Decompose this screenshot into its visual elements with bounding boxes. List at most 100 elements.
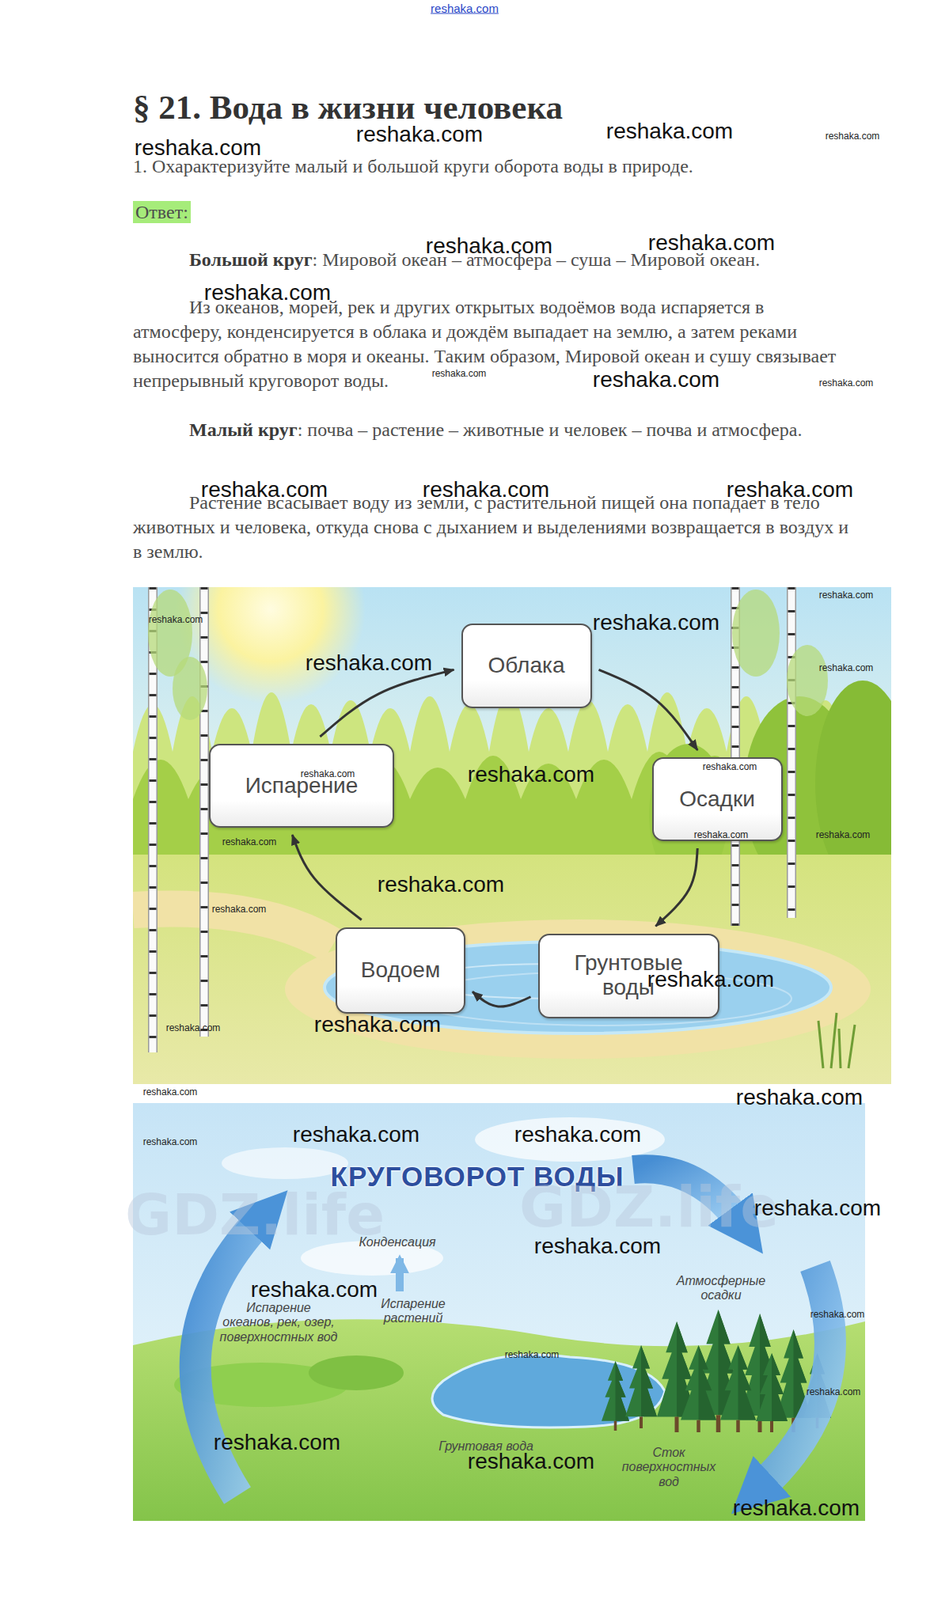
- water-cycle-illustration: [132, 1103, 866, 1522]
- watermark: reshaka.com: [143, 1137, 198, 1147]
- water-cycle-illustration-part: [308, 1355, 404, 1391]
- watermark: reshaka.com: [606, 120, 733, 143]
- watermark: reshaka.com: [213, 1431, 341, 1454]
- process-box: Испарение: [208, 744, 395, 828]
- text-paragraph: Из океанов, морей, рек и других открытых…: [132, 295, 853, 394]
- watermark: reshaka.com: [300, 769, 356, 779]
- watermark: reshaka.com: [514, 1123, 642, 1147]
- landscape-illustration: [132, 587, 892, 1085]
- water-cycle-illustration-part: [625, 1345, 657, 1429]
- watermark: reshaka.com: [467, 1450, 595, 1473]
- watermark: reshaka.com: [314, 1013, 441, 1037]
- watermark: reshaka.com: [736, 1086, 863, 1109]
- text-paragraph: Растение всасывает воду из земли, с раст…: [132, 490, 853, 565]
- text-paragraph: Ответ:: [132, 200, 371, 225]
- watermark: reshaka.com: [204, 281, 331, 304]
- watermark: reshaka.com: [201, 478, 328, 502]
- term-heading: Большой круг: [189, 249, 313, 270]
- water-cycle-illustration-part: [759, 1266, 831, 1488]
- watermark: reshaka.com: [250, 1279, 378, 1302]
- landscape-illustration-part-part: [172, 656, 208, 721]
- process-label: Испарение растений: [368, 1297, 458, 1327]
- landscape-illustration-part-part: [201, 587, 209, 1037]
- box-label: Водоем: [360, 958, 441, 984]
- process-box: Водоем: [335, 927, 466, 1014]
- landscape-illustration-part-part: [732, 589, 780, 677]
- process-label: Атмосферные осадки: [665, 1274, 777, 1304]
- landscape-illustration-part-part: [199, 587, 209, 1037]
- watermark: reshaka.com: [212, 904, 267, 915]
- watermark: reshaka.com: [810, 1309, 866, 1320]
- flow-arrow: [292, 835, 362, 921]
- water-cycle-illustration-part: [474, 1117, 665, 1162]
- box-label: Облака: [488, 653, 566, 679]
- landscape-illustration-part-part: [786, 645, 828, 717]
- watermark: reshaka.com: [694, 830, 749, 840]
- watermark: reshaka.com: [816, 830, 871, 840]
- watermark: reshaka.com: [726, 478, 854, 502]
- text-paragraph: Малый круг: почва – растение – животные …: [132, 417, 853, 443]
- watermark: reshaka.com: [534, 1235, 661, 1258]
- flow-arrow: [319, 669, 454, 737]
- watermark: reshaka.com: [648, 231, 775, 255]
- watermark: reshaka.com: [432, 368, 487, 379]
- watermark: reshaka.com: [305, 652, 433, 675]
- watermark: reshaka.com: [377, 873, 505, 896]
- water-cycle-illustration-part: [680, 1345, 717, 1433]
- flow-arrow: [599, 669, 699, 751]
- landscape-illustration-part-part: [786, 587, 797, 919]
- landscape-illustration-part: [132, 854, 892, 1085]
- watermark: reshaka.com: [222, 837, 278, 847]
- watermark: reshaka.com: [425, 235, 553, 258]
- watermark: reshaka.com: [504, 1350, 560, 1360]
- watermark: reshaka.com: [592, 611, 720, 634]
- water-cycle-illustration-part: [601, 1361, 630, 1432]
- watermark: reshaka.com: [825, 131, 881, 141]
- box-label: Осадки: [679, 787, 756, 813]
- landscape-illustration-part-part: [788, 587, 796, 919]
- watermark: reshaka.com: [806, 1387, 862, 1397]
- watermark: GDZ.life: [514, 1178, 784, 1236]
- watermark: reshaka.com: [467, 763, 595, 786]
- watermark: reshaka.com: [592, 368, 720, 391]
- term-heading: Малый круг: [189, 419, 298, 441]
- watermark: reshaka.com: [647, 968, 775, 991]
- watermark: reshaka.com: [702, 762, 758, 772]
- page-title: § 21. Вода в жизни человека: [132, 88, 563, 126]
- watermark: reshaka.com: [819, 590, 874, 600]
- watermark: reshaka.com: [819, 663, 874, 673]
- watermark: reshaka.com: [430, 2, 499, 15]
- landscape-illustration-part-part: [201, 587, 209, 1037]
- watermark: reshaka.com: [292, 1123, 420, 1147]
- watermark: reshaka.com: [356, 123, 483, 146]
- process-label: Сток поверхностных вод: [620, 1446, 718, 1490]
- landscape-illustration-part-part: [788, 587, 796, 919]
- process-box: Облака: [461, 623, 593, 709]
- watermark: reshaka.com: [754, 1197, 881, 1220]
- process-label: Испарение океанов, рек, озер, поверхност…: [219, 1301, 338, 1345]
- water-cycle-illustration-part: [132, 1103, 866, 1522]
- water-cycle-illustration-part: [395, 1258, 404, 1292]
- water-cycle-illustration-part: [755, 1353, 788, 1433]
- body-text: : почва – растение – животные и человек …: [297, 419, 803, 441]
- watermark: reshaka.com: [148, 614, 204, 625]
- watermark: reshaka.com: [819, 378, 874, 388]
- flow-arrow: [472, 991, 532, 1007]
- watermark: GDZ.life: [120, 1186, 390, 1244]
- landscape-illustration-part: [284, 919, 871, 1060]
- answer-label: Ответ:: [132, 201, 191, 224]
- watermark: reshaka.com: [422, 478, 550, 502]
- body-text: Растение всасывает воду из земли, с раст…: [132, 492, 849, 562]
- watermark: reshaka.com: [134, 136, 262, 160]
- water-cycle-illustration-part: [720, 1345, 756, 1433]
- watermark: reshaka.com: [166, 1023, 221, 1033]
- flow-arrow: [655, 848, 698, 927]
- water-cycle-illustration-part: [195, 1218, 262, 1496]
- watermark: reshaka.com: [143, 1087, 198, 1098]
- water-cycle-illustration-part: [221, 1147, 349, 1180]
- landscape-illustration-part: [818, 1013, 855, 1069]
- landscape-illustration-part: [132, 908, 333, 946]
- watermark: reshaka.com: [732, 1497, 860, 1520]
- landscape-illustration-part: [148, 587, 828, 1053]
